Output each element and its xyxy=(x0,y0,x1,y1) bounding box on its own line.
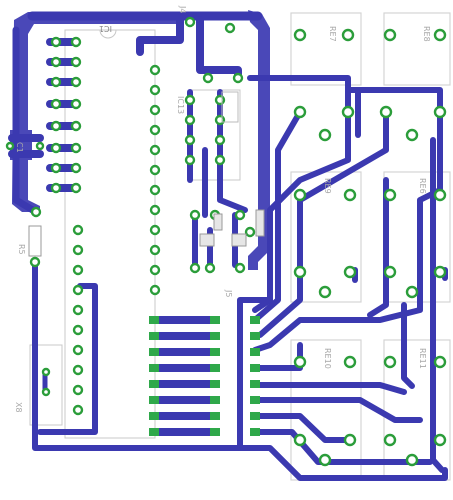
traces xyxy=(8,11,448,481)
small-components xyxy=(28,91,265,257)
label-ic1: IC1 xyxy=(99,24,112,33)
label-re7: RE7 xyxy=(328,26,337,42)
relay-re7 xyxy=(290,12,362,86)
ic-pads-right xyxy=(149,64,260,436)
label-re11: RE11 xyxy=(418,348,427,369)
label-j4: J4 xyxy=(178,5,187,13)
label-c1: C1 xyxy=(15,142,24,153)
ic-pads-left xyxy=(50,36,84,416)
label-x8: X8 xyxy=(14,402,23,413)
relay-footprints xyxy=(290,12,451,481)
label-re8: RE8 xyxy=(422,26,431,42)
silk-labels: IC1 RE7 RE8 RE9 RE6 RE10 RE11 J4 IC13 R5… xyxy=(14,5,431,413)
relay-re8 xyxy=(383,12,451,86)
label-re6: RE6 xyxy=(418,178,427,194)
center-pads xyxy=(5,16,256,397)
label-re9: RE9 xyxy=(323,178,332,194)
relay-pads xyxy=(293,28,447,467)
label-r5: R5 xyxy=(17,244,26,255)
label-ic13: IC13 xyxy=(176,96,185,114)
label-re10: RE10 xyxy=(323,348,332,369)
label-j5: J5 xyxy=(224,289,233,297)
